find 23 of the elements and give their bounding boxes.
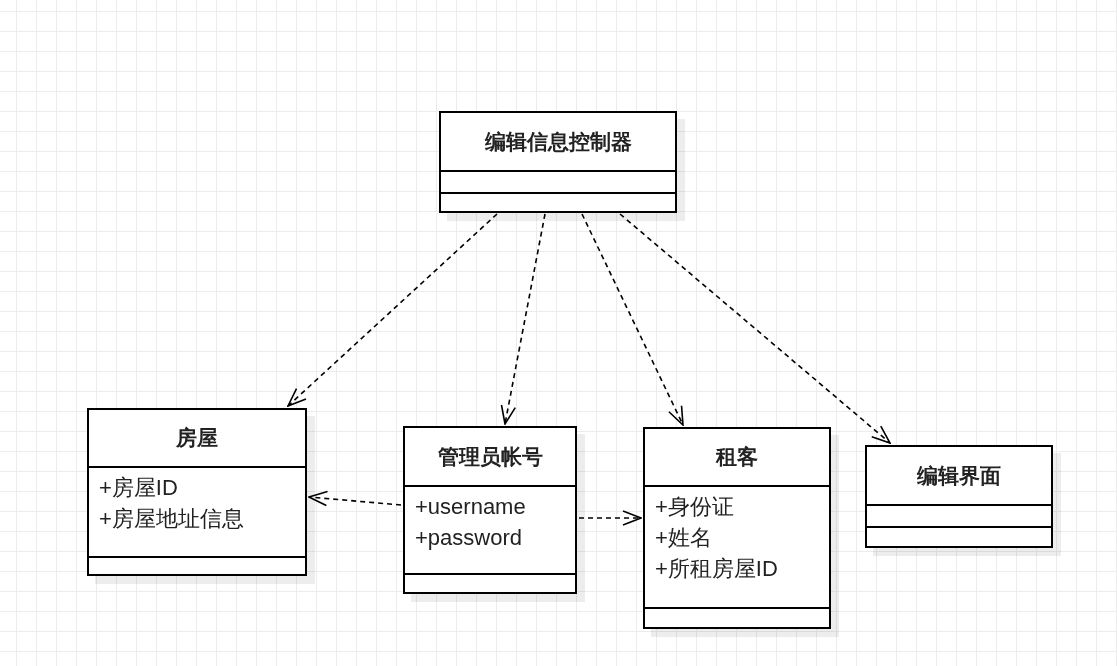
attribute-text: +姓名 (655, 524, 713, 552)
class-box (865, 445, 1053, 548)
class-box (403, 426, 577, 594)
attribute-text: +房屋ID (99, 474, 179, 502)
attribute-text: +username (415, 493, 527, 521)
dependency-arrow (578, 510, 642, 526)
dependency-arrow (287, 213, 498, 407)
attribute-text: +password (415, 524, 523, 552)
class-box (439, 111, 677, 213)
class-name: 管理员帐号 (437, 443, 543, 470)
dependency-arrow (308, 490, 402, 507)
class-name: 租客 (716, 444, 758, 470)
dependency-arrow (581, 213, 684, 426)
class-name: 编辑界面 (917, 462, 1001, 489)
class-name: 编辑信息控制器 (484, 128, 632, 155)
class-box (87, 408, 307, 576)
class-box (643, 427, 831, 629)
attribute-text: +房屋地址信息 (99, 505, 245, 533)
attribute-text: +身份证 (655, 493, 735, 521)
dependency-arrow (500, 213, 546, 425)
attribute-text: +所租房屋ID (655, 555, 779, 583)
class-name: 房屋 (176, 425, 218, 451)
dependency-arrow (619, 213, 891, 444)
